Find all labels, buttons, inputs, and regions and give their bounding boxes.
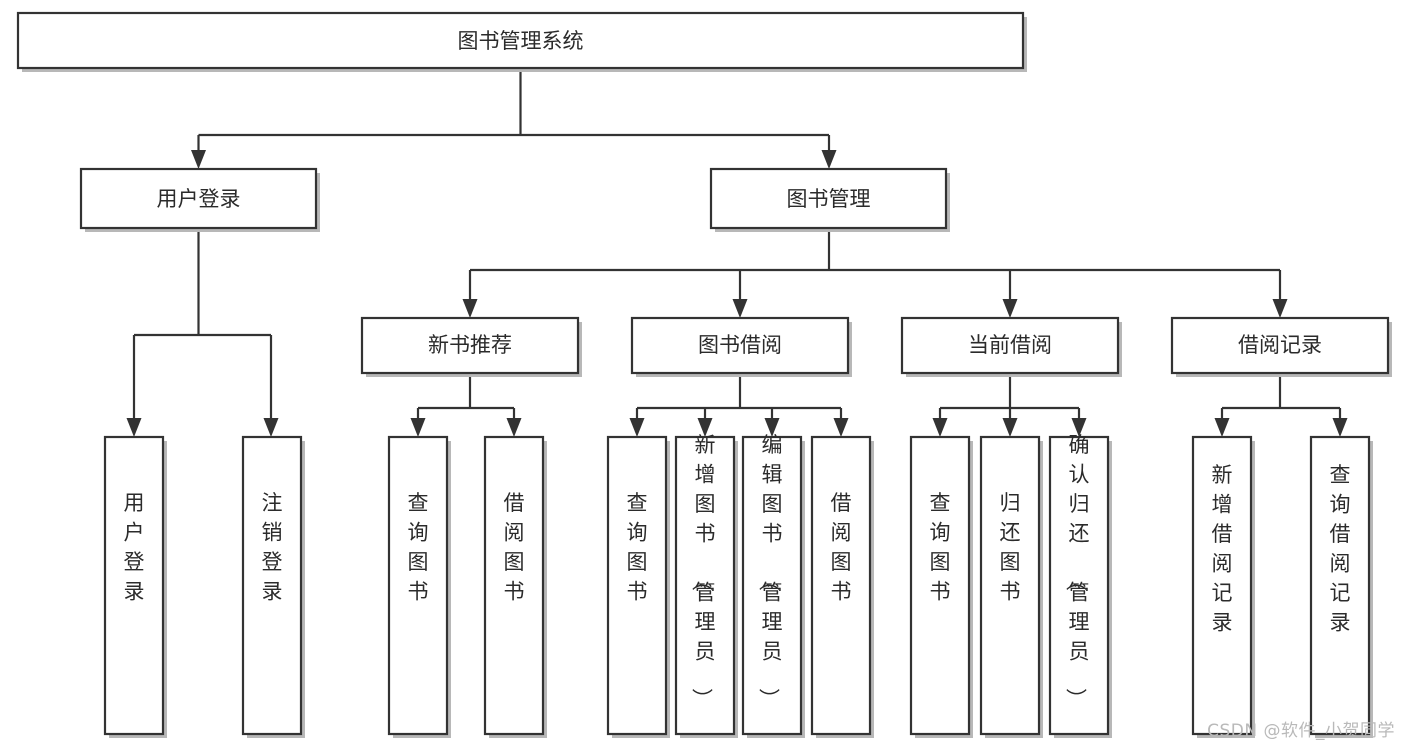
arrowhead-bb-leaf1 [629, 418, 645, 437]
node-leaf-user-login-box [103, 435, 165, 736]
arrowhead-bookmanage [821, 150, 837, 169]
arrowhead-newbook-leaf2 [506, 418, 522, 437]
node-leaf-cur-return[interactable]: 归还图书 [979, 435, 1043, 738]
node-leaf-rec-query2-label: 查询借阅记录 [1330, 463, 1351, 635]
arrowhead-newbook [462, 299, 478, 318]
node-leaf-borrow-add[interactable]: 新增图书（管理员） [674, 433, 738, 738]
arrowhead-bb-leaf3 [764, 418, 780, 437]
node-leaf-rec-query[interactable]: 查询图书 [387, 435, 451, 738]
node-leaf-cur-query-label: 查询图书 [930, 491, 951, 604]
node-user-login-box [79, 167, 318, 230]
node-leaf-user-login-label: 用户登录 [124, 491, 145, 604]
connector-layer [126, 68, 1348, 437]
node-leaf-logout-box [241, 435, 303, 736]
arrowhead-currentborrow [1002, 299, 1018, 318]
node-leaf-cur-query-box [909, 435, 971, 736]
node-leaf-borrow-add-label: 新增图书（管理员） [690, 433, 716, 709]
arrowhead-cb-leaf3 [1071, 418, 1087, 437]
node-leaf-rec-borrow[interactable]: 借阅图书 [483, 435, 547, 738]
node-leaf-rec-query-box [387, 435, 449, 736]
node-root[interactable]: 图书管理系统 [16, 11, 1027, 72]
node-leaf-cur-confirm-box [1048, 435, 1110, 736]
node-user-login[interactable]: 用户登录 [79, 167, 320, 232]
arrowhead-userlogin [191, 150, 206, 169]
node-new-book-rec-box [360, 316, 580, 375]
node-leaf-borrow-query-label: 查询图书 [627, 491, 648, 604]
node-leaf-cur-return-label: 归还图书 [1000, 491, 1021, 604]
node-user-login-label: 用户登录 [157, 187, 241, 211]
node-leaf-borrow-borrow[interactable]: 借阅图书 [810, 435, 874, 738]
node-root-label: 图书管理系统 [458, 29, 584, 53]
arrowhead-br-leaf2 [1332, 418, 1348, 437]
arrowhead-cb-leaf2 [1002, 418, 1018, 437]
arrowhead-br-leaf1 [1214, 418, 1230, 437]
node-leaf-rec-query2[interactable]: 查询借阅记录 [1309, 435, 1373, 738]
node-new-book-rec[interactable]: 新书推荐 [360, 316, 582, 377]
node-borrow-record[interactable]: 借阅记录 [1170, 316, 1392, 377]
node-leaf-borrow-edit-label: 编辑图书（管理员） [757, 433, 783, 709]
node-leaf-borrow-borrow-label: 借阅图书 [831, 491, 852, 604]
node-leaf-rec-add[interactable]: 新增借阅记录 [1191, 435, 1255, 738]
arrowhead-leaf-logout [263, 418, 279, 437]
node-leaf-cur-query[interactable]: 查询图书 [909, 435, 973, 738]
node-leaf-rec-add-box [1191, 435, 1253, 736]
node-leaf-borrow-edit[interactable]: 编辑图书（管理员） [741, 433, 805, 738]
node-borrow-record-label: 借阅记录 [1238, 333, 1322, 357]
node-leaf-rec-borrow-label: 借阅图书 [504, 491, 525, 604]
node-book-borrow[interactable]: 图书借阅 [630, 316, 852, 377]
node-current-borrow[interactable]: 当前借阅 [900, 316, 1122, 377]
node-borrow-record-box [1170, 316, 1390, 375]
node-leaf-rec-query2-box [1309, 435, 1371, 736]
node-leaf-cur-confirm[interactable]: 确认归还（管理员） [1048, 433, 1112, 738]
arrowhead-borrowrecord [1272, 299, 1288, 318]
node-leaf-cur-return-box [979, 435, 1041, 736]
node-new-book-rec-label: 新书推荐 [428, 333, 512, 357]
node-leaf-logout-label: 注销登录 [262, 491, 283, 604]
arrowhead-newbook-leaf1 [410, 418, 426, 437]
node-leaf-borrow-borrow-box [810, 435, 872, 736]
node-leaf-borrow-add-box [674, 435, 736, 736]
node-leaf-borrow-query-box [606, 435, 668, 736]
node-leaf-rec-add-label: 新增借阅记录 [1212, 463, 1233, 635]
node-leaf-borrow-query[interactable]: 查询图书 [606, 435, 670, 738]
node-leaf-borrow-edit-box [741, 435, 803, 736]
node-leaf-rec-query-label: 查询图书 [408, 491, 429, 604]
arrowhead-bb-leaf4 [833, 418, 849, 437]
node-book-manage-label: 图书管理 [787, 187, 871, 211]
arrowhead-leaf-user-login [126, 418, 142, 437]
node-current-borrow-label: 当前借阅 [968, 333, 1052, 357]
node-root-box [16, 11, 1025, 70]
node-leaf-logout[interactable]: 注销登录 [241, 435, 305, 738]
node-leaf-cur-confirm-label: 确认归还（管理员） [1064, 433, 1090, 709]
arrowhead-bookborrow [732, 299, 748, 318]
node-leaf-rec-borrow-box [483, 435, 545, 736]
arrowhead-bb-leaf2 [697, 418, 713, 437]
node-book-borrow-box [630, 316, 850, 375]
arrowhead-cb-leaf1 [932, 418, 948, 437]
node-book-borrow-label: 图书借阅 [698, 333, 782, 357]
node-book-manage[interactable]: 图书管理 [709, 167, 950, 232]
node-leaf-user-login[interactable]: 用户登录 [103, 435, 167, 738]
node-book-manage-box [709, 167, 948, 230]
node-current-borrow-box [900, 316, 1120, 375]
